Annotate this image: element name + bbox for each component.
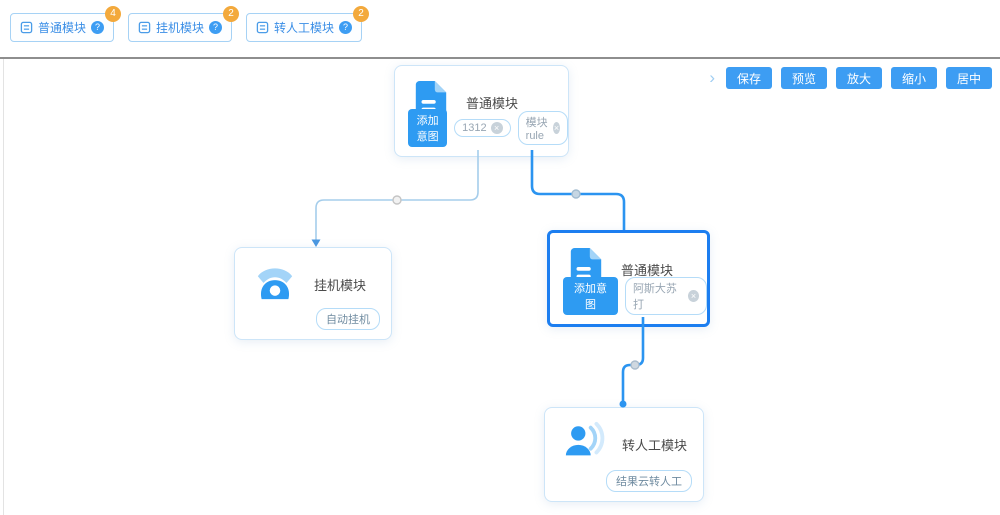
help-icon[interactable]: ? — [339, 21, 353, 34]
help-icon[interactable]: ? — [91, 21, 105, 34]
palette-item-label: 转人工模块 — [274, 21, 335, 35]
count-badge: 2 — [223, 6, 240, 22]
module-palette: 普通模块 ? 4 挂机模块 ? 2 转人工模块 ? 2 — [0, 0, 1000, 55]
phone-icon — [252, 261, 298, 308]
edge-normal-to-hangup[interactable] — [315, 150, 479, 242]
node-body: 挂机模块 — [235, 248, 391, 308]
node-normal-module-top[interactable]: 普通模块 添加意图 1312 × 模块rule × — [394, 65, 569, 157]
zoom-in-button[interactable]: 放大 — [836, 67, 882, 89]
count-badge: 2 — [353, 6, 370, 22]
intent-tag[interactable]: 模块rule × — [517, 111, 568, 145]
intent-tag[interactable]: 1312 × — [454, 119, 511, 137]
zoom-out-button[interactable]: 缩小 — [891, 67, 937, 89]
person-waves-icon — [562, 421, 606, 468]
intent-tag-label: 阿斯大苏打 — [632, 283, 677, 311]
node-title: 挂机模块 — [314, 278, 367, 293]
close-icon[interactable]: × — [687, 290, 699, 302]
node-human-module[interactable]: 转人工模块 结果云转人工 — [544, 407, 704, 502]
palette-item-label: 挂机模块 — [156, 21, 205, 35]
edge-selected-to-human[interactable] — [621, 317, 645, 403]
document-icon — [567, 246, 605, 293]
node-hangup-module[interactable]: 挂机模块 自动挂机 — [234, 247, 392, 340]
doc-outline-icon — [256, 21, 269, 34]
palette-item-hangup-module[interactable]: 挂机模块 ? 2 — [128, 6, 240, 42]
palette-item-human-module[interactable]: 转人工模块 ? 2 — [246, 6, 370, 42]
node-mode-tag[interactable]: 自动挂机 — [316, 308, 380, 330]
node-body: 普通模块 — [395, 66, 568, 126]
node-body: 转人工模块 — [545, 408, 703, 468]
node-title: 普通模块 — [466, 96, 519, 111]
intent-tag-label: 1312 — [462, 122, 487, 134]
node-footer: 添加意图 1312 × 模块rule × — [408, 109, 568, 147]
canvas-toolbar: › 保存 预览 放大 缩小 居中 — [709, 67, 992, 89]
intent-tag-label: 模块rule — [525, 117, 548, 142]
add-intent-button[interactable]: 添加意图 — [563, 277, 618, 315]
node-title: 普通模块 — [621, 263, 674, 278]
node-title: 转人工模块 — [622, 438, 688, 453]
intent-tag[interactable]: 阿斯大苏打 × — [624, 277, 707, 315]
palette-item-label: 普通模块 — [38, 21, 87, 35]
count-badge: 4 — [105, 6, 122, 22]
add-intent-button[interactable]: 添加意图 — [408, 109, 448, 147]
help-icon[interactable]: ? — [209, 21, 223, 34]
node-mode-tag[interactable]: 结果云转人工 — [606, 470, 692, 492]
flow-canvas[interactable]: › 保存 预览 放大 缩小 居中 普通模块 添加意图 1312 × — [0, 57, 1000, 515]
palette-item-normal-module[interactable]: 普通模块 ? 4 — [10, 6, 122, 42]
doc-outline-icon — [20, 21, 33, 34]
save-button[interactable]: 保存 — [726, 67, 772, 89]
node-footer: 添加意图 阿斯大苏打 × — [563, 277, 707, 315]
flow-canvas-inner: › 保存 预览 放大 缩小 居中 普通模块 添加意图 1312 × — [3, 59, 1000, 515]
center-button[interactable]: 居中 — [946, 67, 992, 89]
close-icon[interactable]: × — [490, 122, 503, 134]
doc-outline-icon — [138, 21, 151, 34]
preview-button[interactable]: 预览 — [781, 67, 827, 89]
node-normal-module-selected[interactable]: 普通模块 添加意图 阿斯大苏打 × — [547, 230, 710, 327]
collapse-panel-icon[interactable]: › — [709, 68, 715, 87]
edge-normal-to-selected[interactable] — [530, 150, 626, 230]
close-icon[interactable]: × — [553, 122, 560, 134]
node-body: 普通模块 — [550, 233, 707, 293]
